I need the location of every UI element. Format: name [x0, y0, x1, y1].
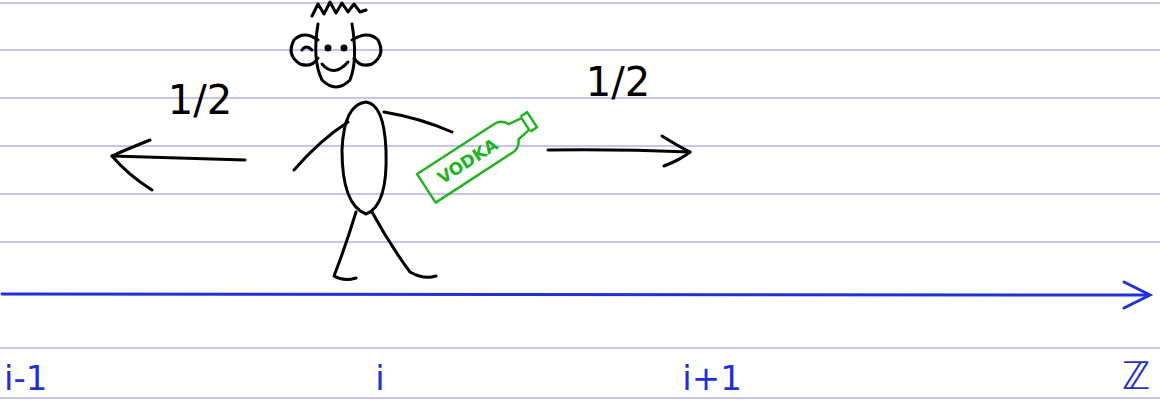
left-ear — [291, 35, 318, 65]
left-eye — [326, 46, 330, 50]
position-label: i-1 — [4, 361, 47, 395]
axis-arrowhead — [1124, 282, 1150, 308]
bottle-outline — [417, 110, 534, 203]
ruled-line — [0, 194, 1160, 195]
probability-label: 1/2 — [168, 80, 232, 120]
ruled-line — [0, 50, 1160, 51]
bottle-cap — [520, 112, 537, 131]
left-arrow — [112, 156, 245, 160]
step-arrows — [112, 136, 690, 190]
left-leg — [334, 212, 356, 280]
ruled-line — [0, 398, 1160, 399]
smile — [322, 62, 348, 71]
right-ear — [352, 35, 381, 65]
right-arrow — [548, 150, 690, 152]
right-arm — [384, 112, 452, 132]
left-arm — [294, 122, 348, 170]
body — [342, 102, 386, 214]
bottle-label: VODKA — [435, 135, 501, 186]
ruled-line — [0, 146, 1160, 147]
hair — [312, 2, 366, 16]
right-arrowhead — [662, 136, 690, 166]
position-label: i+1 — [682, 361, 742, 395]
right-eye — [342, 46, 346, 50]
ruled-line — [0, 242, 1160, 243]
ruled-line — [0, 348, 1160, 349]
stick-figure — [291, 2, 452, 280]
ruled-lines — [0, 3, 1160, 398]
axis-line — [2, 294, 1148, 295]
set-label: ℤ — [1122, 357, 1150, 395]
face — [316, 24, 355, 87]
left-ear-inner — [302, 47, 312, 50]
position-label: i — [375, 361, 384, 395]
right-leg — [372, 212, 436, 277]
vodka-bottle — [417, 105, 541, 202]
ruled-line — [0, 3, 1160, 4]
left-arrowhead — [112, 140, 152, 190]
number-line — [2, 282, 1150, 308]
probability-label: 1/2 — [586, 62, 650, 102]
